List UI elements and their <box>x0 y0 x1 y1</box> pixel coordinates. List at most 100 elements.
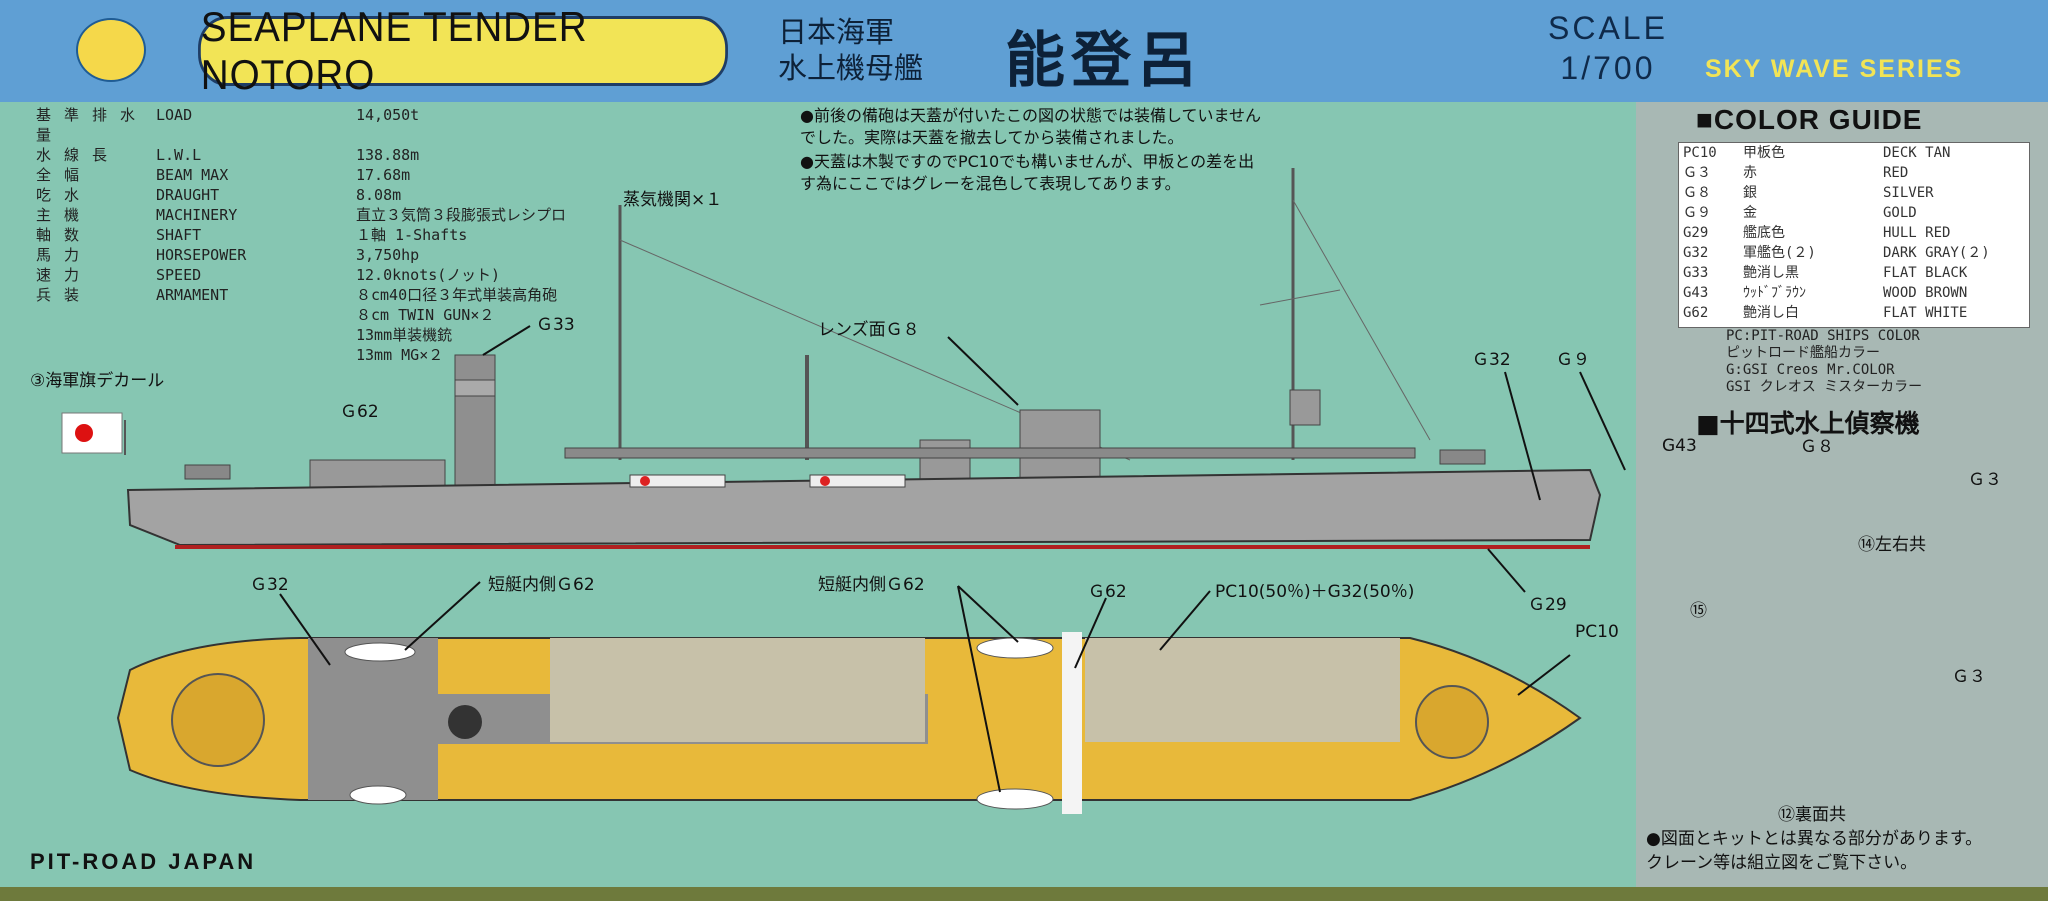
color-jp: 軍艦色(２) <box>1743 245 1816 261</box>
subtitle-line-1: 日本海軍 <box>778 15 895 49</box>
spec-key: 主機 <box>36 206 93 224</box>
color-code: Ｇ９ <box>1683 205 1711 221</box>
g62-side-label: Ｇ62 <box>340 402 379 422</box>
spec-row: 兵装 ARMAMENT ８cm40口径３年式単装高角砲 <box>36 285 566 305</box>
g32-top-label: Ｇ32 <box>250 575 289 595</box>
plane-both-sides-label: ⑭左右共 <box>1858 535 1926 555</box>
color-en: WOOD BROWN <box>1883 285 1968 301</box>
color-en: FLAT WHITE <box>1883 305 1968 321</box>
boat-interior-label-1: 短艇内側Ｇ62 <box>488 575 595 595</box>
spec-value: 8.08m <box>356 186 402 204</box>
steam-engine-label: 蒸気機関×１ <box>623 190 723 210</box>
plane-15-label: ⑮ <box>1690 601 1707 621</box>
g9-label: Ｇ９ <box>1556 350 1590 370</box>
spec-key: 兵装 <box>36 286 93 304</box>
spec-row: 基準排水量 LOAD 14,050t <box>36 105 566 145</box>
spec-value: 14,050t <box>356 106 420 124</box>
color-en: HULL RED <box>1883 225 1951 241</box>
series-name: SKY WAVE SERIES <box>1705 55 1964 83</box>
color-code: Ｇ８ <box>1683 185 1711 201</box>
scale-block: SCALE 1/700 <box>1548 8 1668 88</box>
color-code: G29 <box>1683 225 1709 241</box>
spec-key: 水線長 <box>36 146 121 164</box>
color-jp: 艦底色 <box>1743 225 1785 241</box>
spec-value: １軸 1-Shafts <box>356 226 468 244</box>
boat-interior-label-2: 短艇内側Ｇ62 <box>818 575 925 595</box>
bottom-strip <box>0 887 2048 901</box>
sun-emblem-icon <box>76 18 146 82</box>
color-code: Ｇ３ <box>1683 165 1711 181</box>
spec-row: 13mm MG×２ <box>36 345 566 365</box>
color-jp: 赤 <box>1743 165 1757 181</box>
spec-row: 吃水 DRAUGHT 8.08m <box>36 185 566 205</box>
spec-key: 全幅 <box>36 166 93 184</box>
color-jp: 艶消し黒 <box>1743 265 1799 281</box>
plane-g3-label-1: Ｇ３ <box>1968 470 2002 490</box>
color-jp: 金 <box>1743 205 1757 221</box>
spec-en: DRAUGHT <box>156 186 220 204</box>
spec-en: L.W.L <box>156 146 202 164</box>
footer-note: ●図面とキットとは異なる部分があります。 クレーン等は組立図をご覧下さい。 <box>1646 827 1982 875</box>
plane-g3-label-2: Ｇ３ <box>1952 667 1986 687</box>
color-en: FLAT BLACK <box>1883 265 1968 281</box>
spec-en: LOAD <box>156 106 193 124</box>
color-code: G62 <box>1683 305 1709 321</box>
notes: ●前後の備砲は天蓋が付いたこの図の状態では装備していませんでした。実際は天蓋を撤… <box>800 105 1270 197</box>
pc10-label: PC10 <box>1575 622 1619 642</box>
spec-key: 馬力 <box>36 246 93 264</box>
color-en: DECK TAN <box>1883 145 1951 161</box>
spec-en: HORSEPOWER <box>156 246 247 264</box>
spec-key: 吃水 <box>36 186 93 204</box>
spec-row: 13mm単装機銃 <box>36 325 566 345</box>
color-row: G29 艦底色 HULL RED <box>1679 223 2029 243</box>
spec-row: ８cm TWIN GUN×２ <box>36 305 566 325</box>
color-guide-notes: PC:PIT-ROAD SHIPS COLOR ピットロード艦船カラー G:GS… <box>1726 328 1922 396</box>
spec-en: MACHINERY <box>156 206 238 224</box>
note-1: ●前後の備砲は天蓋が付いたこの図の状態では装備していませんでした。実際は天蓋を撤… <box>800 106 1262 147</box>
lens-label: レンズ面Ｇ８ <box>818 320 920 340</box>
spec-value: 17.68m <box>356 166 411 184</box>
color-note-1: PC:PIT-ROAD SHIPS COLOR <box>1726 328 1920 344</box>
color-code: G43 <box>1683 285 1709 301</box>
color-en: DARK GRAY(２) <box>1883 245 1990 261</box>
plane-g8-label: Ｇ８ <box>1800 437 1834 457</box>
armament-extra: 13mm単装機銃 <box>356 326 453 344</box>
spec-en: ARMAMENT <box>156 286 229 304</box>
plane-g43-label: G43 <box>1662 436 1697 456</box>
g32-side-label: Ｇ32 <box>1472 350 1511 370</box>
subtitle-line-2: 水上機母艦 <box>778 51 924 85</box>
japanese-subtitle: 日本海軍 水上機母艦 <box>778 14 923 86</box>
color-guide-title: ■COLOR GUIDE <box>1696 104 1923 135</box>
leader-lines <box>279 325 1626 793</box>
spec-en: SHAFT <box>156 226 202 244</box>
spec-en: BEAM MAX <box>156 166 229 184</box>
ship-name: 能登呂 <box>1005 26 1203 96</box>
spec-value: 3,750hp <box>356 246 420 264</box>
color-en: SILVER <box>1883 185 1934 201</box>
header-bar: SEAPLANE TENDER NOTORO 日本海軍 水上機母艦 能登呂 SC… <box>0 0 2048 102</box>
g62-top-label: Ｇ62 <box>1088 582 1127 602</box>
scale-value: 1/700 <box>1560 50 1656 86</box>
scale-label: SCALE <box>1548 10 1668 46</box>
spec-key: 基準排水量 <box>36 106 149 144</box>
color-code: PC10 <box>1683 145 1717 161</box>
color-note-4: GSI クレオス ミスターカラー <box>1726 379 1923 395</box>
plane-underside-label: ⑫裏面共 <box>1778 805 1846 825</box>
g33-label: Ｇ33 <box>536 315 575 335</box>
spec-value: ８cm40口径３年式単装高角砲 <box>356 286 558 304</box>
color-note-3: G:GSI Creos Mr.COLOR <box>1726 362 1895 378</box>
